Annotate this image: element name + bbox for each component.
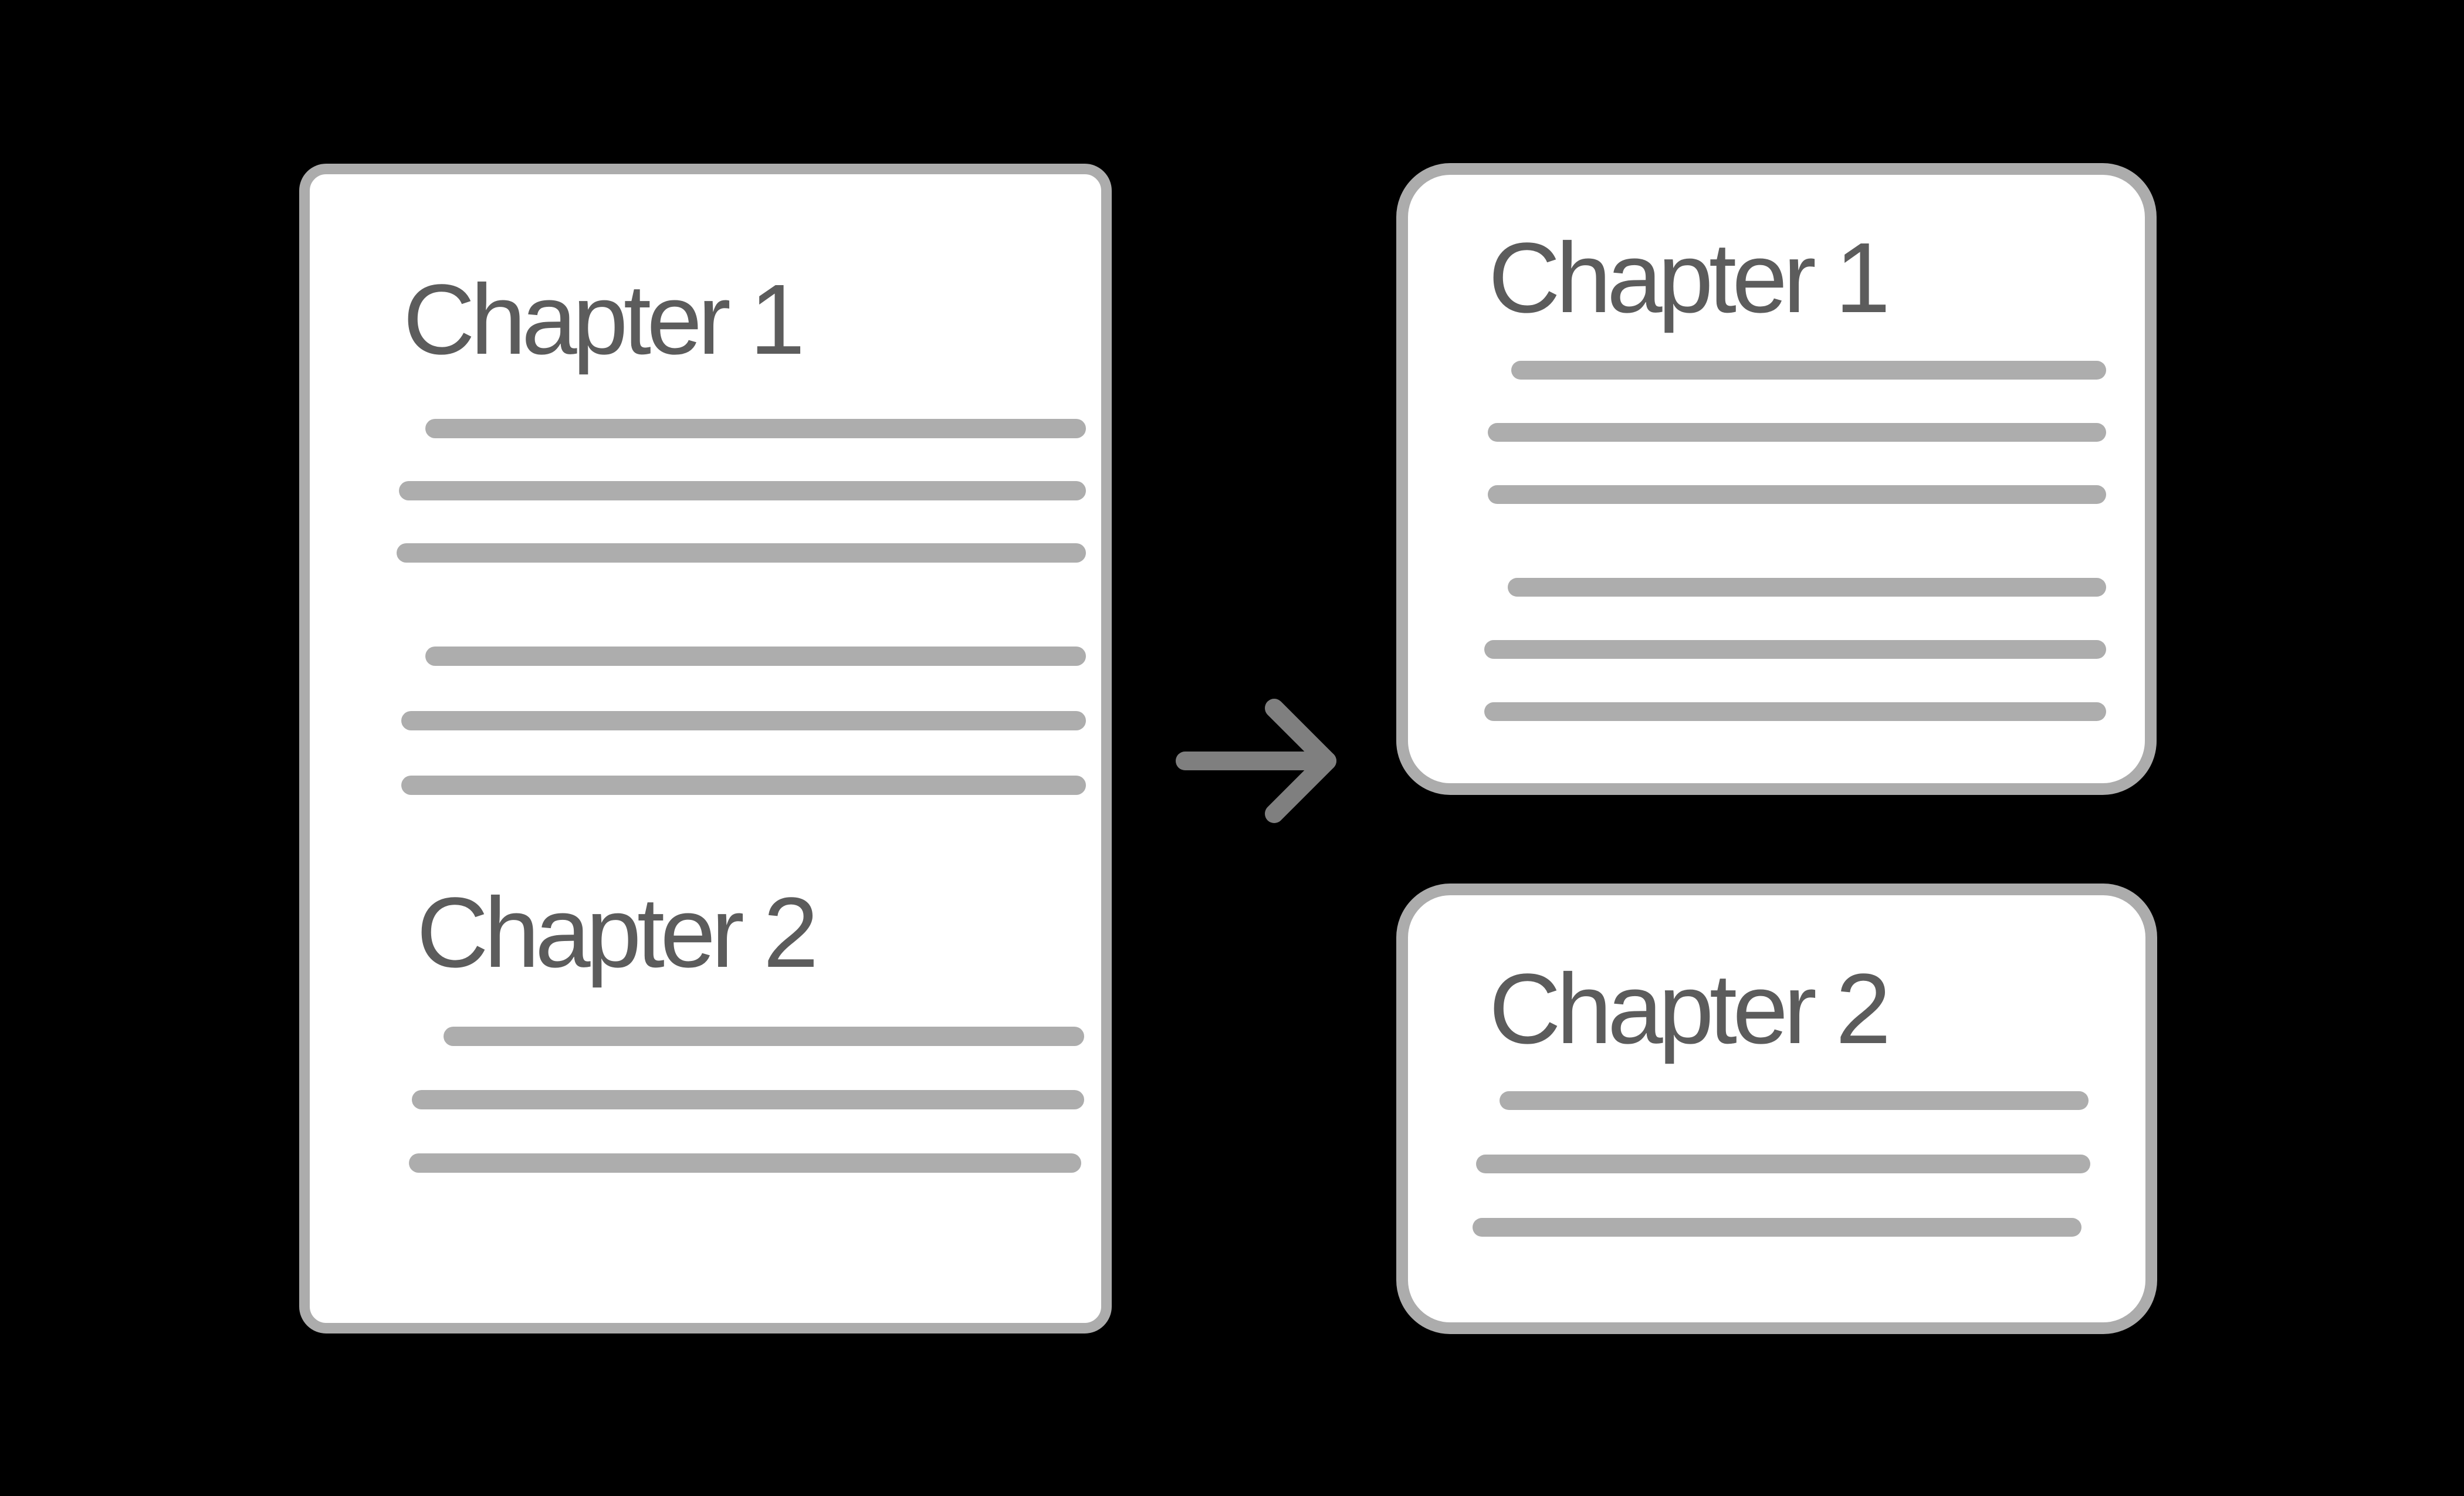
chunk-card-chapter1: Chapter 1 bbox=[1396, 163, 2157, 795]
text-line-bar bbox=[1488, 423, 2106, 442]
text-line-bar bbox=[412, 1090, 1084, 1109]
text-line-bar bbox=[1508, 578, 2106, 597]
text-line-bar bbox=[1500, 1091, 2089, 1110]
text-line-bar bbox=[425, 419, 1086, 438]
arrow-right-icon bbox=[1176, 699, 1336, 823]
text-line-bar bbox=[1488, 485, 2106, 504]
text-line-bar bbox=[401, 711, 1086, 730]
text-line-bar bbox=[401, 776, 1086, 795]
source-document: Chapter 1 Chapter 2 bbox=[299, 164, 1112, 1333]
text-line-bar bbox=[1484, 640, 2106, 659]
text-line-bar bbox=[397, 543, 1086, 563]
chunk2-title: Chapter 2 bbox=[1489, 953, 1891, 1065]
text-line-bar bbox=[1484, 702, 2106, 721]
text-line-bar bbox=[1511, 361, 2106, 380]
chunk-card-chapter2: Chapter 2 bbox=[1396, 884, 2157, 1334]
text-line-bar bbox=[409, 1153, 1081, 1173]
source-chapter1-title: Chapter 1 bbox=[403, 264, 805, 375]
split-arrow bbox=[1150, 675, 1361, 851]
text-line-bar bbox=[444, 1027, 1084, 1046]
chunk1-title: Chapter 1 bbox=[1488, 222, 1890, 334]
text-line-bar bbox=[1476, 1155, 2090, 1173]
text-line-bar bbox=[425, 647, 1086, 666]
source-chapter2-title: Chapter 2 bbox=[417, 877, 818, 989]
text-line-bar bbox=[399, 481, 1086, 500]
text-line-bar bbox=[1473, 1218, 2081, 1237]
